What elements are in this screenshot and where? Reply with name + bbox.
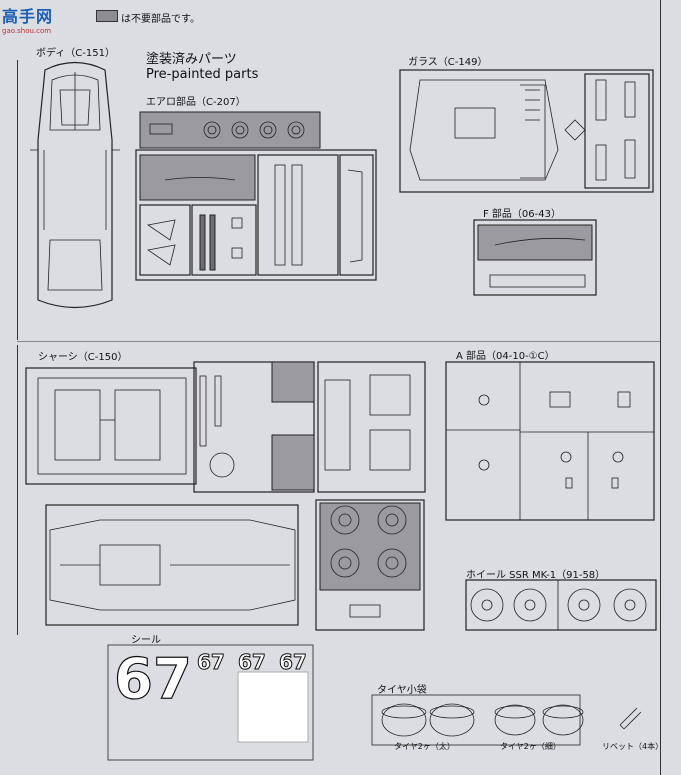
seal-section-label: シール: [131, 635, 161, 646]
decal-big-number: 67: [113, 647, 192, 712]
a-parts-sprue: [445, 361, 655, 521]
tire-wide-label: タイヤ2ヶ（太）: [394, 742, 455, 751]
legend-text: は不要部品です。: [121, 14, 200, 25]
rivet-label: リベット（4本）: [602, 742, 664, 751]
aero-sprue: [135, 111, 377, 281]
legend-swatch: [96, 10, 118, 22]
f-parts-sprue: [473, 219, 597, 296]
wheel-section-label: ホイール SSR MK-1（91-58）: [466, 570, 606, 581]
watermark-main: 高手网: [2, 7, 54, 26]
ssr-wheels: [465, 579, 657, 631]
chassis-section-label: シャーシ（C-150）: [38, 352, 128, 363]
a-section-label: A 部品（04-10-①C）: [456, 351, 555, 362]
chassis-interior: [25, 361, 426, 493]
tire-thin-label: タイヤ2ヶ（細）: [500, 742, 561, 751]
car-body-drawing: [30, 61, 120, 309]
body-border-left: [17, 60, 18, 340]
chassis-border-left: [17, 345, 18, 635]
decal-small-number-a: 67: [197, 650, 226, 675]
watermark-logo: 高手网 gao.shou.com: [2, 3, 72, 35]
decal-sheet: [107, 644, 314, 761]
tire-section-label: タイヤ小袋: [377, 685, 427, 696]
glass-sprue: [399, 69, 654, 193]
tires-bag: [371, 694, 642, 746]
wheel-sprue: [315, 499, 425, 631]
f-section-label: F 部品（06-43）: [483, 209, 561, 220]
glass-section-label: ガラス（C-149）: [408, 57, 488, 68]
page-border-right: [660, 0, 661, 775]
prepainted-en: Pre-painted parts: [146, 67, 259, 82]
section-divider: [17, 341, 660, 342]
watermark-sub: gao.shou.com: [2, 27, 52, 35]
decal-small-number-b: 67: [238, 650, 267, 675]
decal-small-number-c: 67: [279, 650, 308, 675]
prepainted-title: 塗装済みパーツ Pre-painted parts: [146, 48, 274, 84]
body-section-label: ボディ（C-151）: [36, 48, 115, 59]
prepainted-jp: 塗装済みパーツ: [146, 52, 237, 67]
chassis-underside: [45, 504, 299, 626]
aero-section-label: エアロ部品（C-207）: [146, 97, 246, 108]
